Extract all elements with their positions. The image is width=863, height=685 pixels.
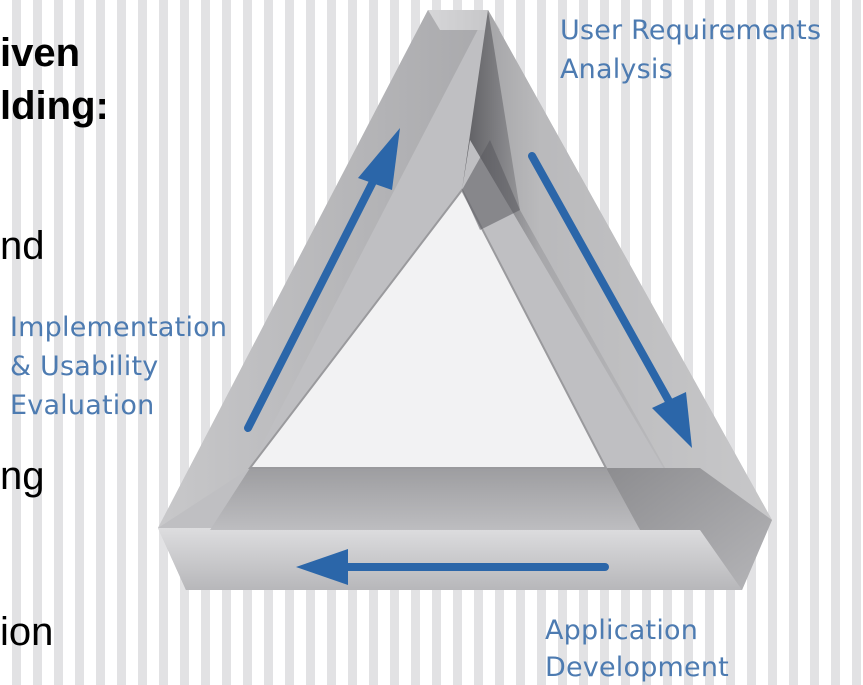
body-text-fragment-3: ion [0,610,54,654]
arrow-up-left-head [358,128,400,190]
top-cap [428,10,500,30]
arrow-down-right-head [652,392,692,448]
body-text-fragment-1: nd [0,224,45,268]
arrow-down-right-shaft [528,152,679,416]
slide-title-line-2: lding: [0,84,109,128]
label-user-requirements-line-1: User Requirements [560,15,821,46]
label-implementation-line-1: Implementation [10,312,227,343]
bottom-beam-top [210,468,640,530]
arrow-up-left-shaft [244,158,387,432]
label-user-requirements-line-2: Analysis [560,54,673,85]
triangle-frame [158,10,772,590]
triangle-hole [250,190,606,468]
triangle-hole-edge [247,188,608,469]
cycle-arrows [244,128,692,585]
bottom-beam-face [158,528,742,590]
arrow-left-head [296,549,348,585]
label-implementation-line-3: Evaluation [10,390,154,421]
body-text-fragment-2: ng [0,454,45,498]
bottom-right-block [606,468,772,590]
right-beam-outer [488,10,772,590]
inner-shadow [462,140,520,230]
slide-title-line-1: iven [0,31,81,75]
left-beam-face [158,10,488,528]
label-application-development-line-1: Application [545,615,698,646]
label-implementation-line-2: & Usability [10,351,158,382]
label-application-development-line-2: Development [545,652,729,683]
